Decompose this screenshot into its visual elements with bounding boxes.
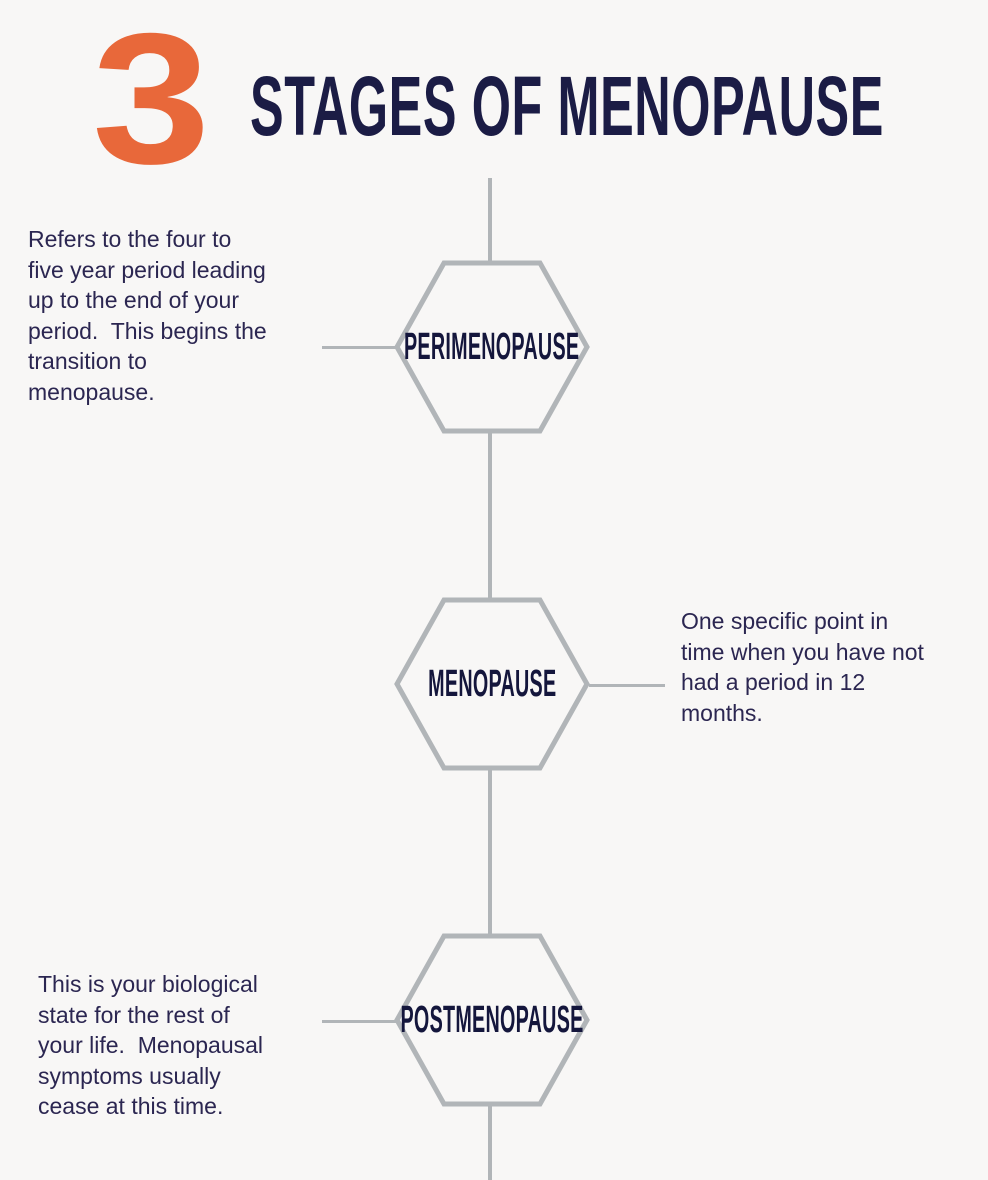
stage-description-postmenopause: This is your biological state for the re…	[38, 971, 264, 1119]
connector-menopause	[589, 684, 665, 687]
stage-label-box: PERIMENOPAUSE	[392, 258, 592, 436]
stage-label-menopause: MENOPAUSE	[427, 662, 557, 705]
stage-label-box: MENOPAUSE	[392, 595, 592, 773]
stage-description-menopause: One specific point in time when you have…	[681, 608, 924, 726]
page-title: STAGES OF MENOPAUSE	[250, 59, 884, 153]
stage-label-box: POSTMENOPAUSE	[392, 931, 592, 1109]
connector-perimenopause	[322, 346, 398, 349]
stage-label-postmenopause: POSTMENOPAUSE	[400, 998, 584, 1041]
connector-postmenopause	[322, 1020, 398, 1023]
stage-label-perimenopause: PERIMENOPAUSE	[404, 325, 580, 368]
hexagon-menopause	[392, 595, 592, 773]
hexagon-perimenopause	[392, 258, 592, 436]
stage-description-perimenopause: Refers to the four to five year period l…	[28, 226, 267, 405]
stage-count-number: 3	[92, 0, 211, 203]
hexagon-postmenopause	[392, 931, 592, 1109]
